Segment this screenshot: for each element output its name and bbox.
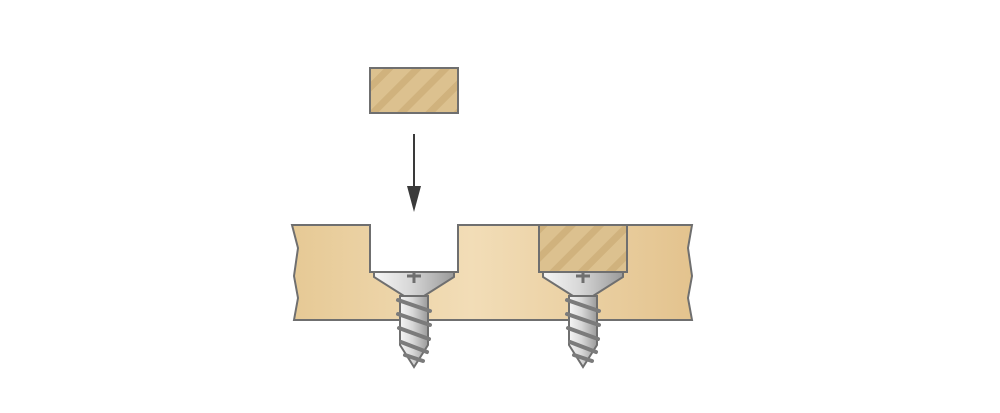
wood-plug-icon (538, 224, 628, 273)
plug-installed (538, 224, 628, 273)
board (290, 224, 694, 321)
wood-screw-icon (542, 271, 624, 369)
wood-plug-icon (369, 67, 459, 114)
insert-plug (369, 67, 459, 212)
board-with-counterbores (290, 224, 694, 321)
down-arrow-icon (407, 134, 421, 212)
counterbore-left (370, 225, 458, 272)
wood-screw-icon (373, 271, 455, 369)
